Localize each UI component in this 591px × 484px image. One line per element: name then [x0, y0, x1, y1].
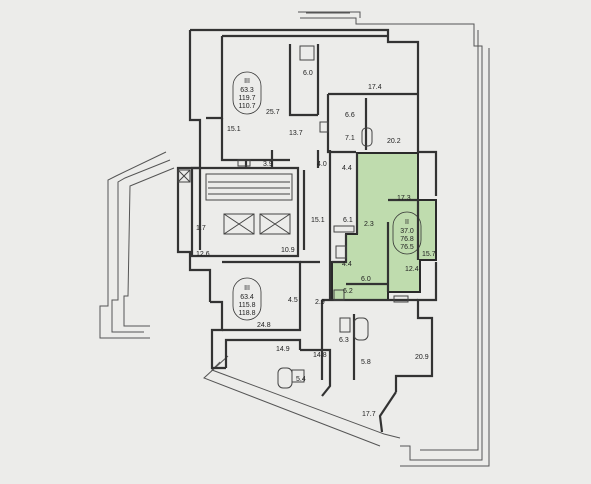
room-area: 6.2 — [343, 288, 353, 295]
room-area: 5.4 — [296, 376, 306, 383]
room-area: 6.0 — [361, 276, 371, 283]
area-living-east: 37.0 — [400, 228, 414, 235]
room-area: 15.1 — [311, 217, 325, 224]
room-area: 4.0 — [317, 161, 327, 168]
room-area: 2.3 — [364, 221, 374, 228]
fixtures — [177, 45, 409, 389]
apartment-badge-north: III 63.3 119.7 110.7 — [232, 71, 262, 115]
rooms-south: III — [244, 285, 250, 292]
room-area: 6.1 — [343, 217, 353, 224]
room-area: 4.4 — [342, 165, 352, 172]
rooms-north: III — [244, 78, 250, 85]
room-area: 20.9 — [415, 354, 429, 361]
room-area: 12.4 — [405, 266, 419, 273]
room-area: 17.7 — [362, 411, 376, 418]
room-area: 15.1 — [227, 126, 241, 133]
apartment-badge-south: III 63.4 115.8 118.8 — [232, 277, 262, 321]
room-labels: 17.4 6.0 25.7 6.6 7.1 20.2 15.1 13.7 3.9… — [196, 70, 436, 418]
room-area: 13.7 — [289, 130, 303, 137]
room-area: 17.3 — [397, 195, 411, 202]
room-area: 10.9 — [281, 247, 295, 254]
area-total2-north: 110.7 — [239, 103, 256, 110]
room-area: 4.5 — [288, 297, 298, 304]
room-area: 5.8 — [361, 359, 371, 366]
rooms-east: II — [405, 219, 409, 226]
room-area: 6.3 — [339, 337, 349, 344]
room-area: 24.8 — [257, 322, 271, 329]
room-area: 14.8 — [313, 352, 327, 359]
terrace-outline — [99, 11, 490, 467]
area-total-north: 119.7 — [239, 95, 256, 102]
room-area: 12.6 — [196, 251, 210, 258]
area-total2-east: 76.5 — [400, 244, 414, 251]
room-area: 25.7 — [266, 109, 280, 116]
room-area: 15.7 — [422, 251, 436, 258]
room-area: 3.9 — [263, 161, 273, 168]
room-area: 4.4 — [342, 261, 352, 268]
room-area: 6.6 — [345, 112, 355, 119]
apartment-badge-east: II 37.0 76.8 76.5 — [392, 211, 422, 255]
room-area: 20.2 — [387, 138, 401, 145]
area-total2-south: 118.8 — [239, 310, 256, 317]
area-total-east: 76.8 — [400, 236, 414, 243]
room-area: 7.1 — [345, 135, 355, 142]
room-area: 14.9 — [276, 346, 290, 353]
area-total-south: 115.8 — [239, 302, 256, 309]
room-area: 17.4 — [368, 84, 382, 91]
walls — [176, 28, 438, 433]
room-area: 2.9 — [315, 299, 325, 306]
room-area: 6.0 — [303, 70, 313, 77]
area-living-south: 63.4 — [240, 294, 254, 301]
room-area: 1.7 — [196, 225, 206, 232]
area-living-north: 63.3 — [240, 87, 254, 94]
